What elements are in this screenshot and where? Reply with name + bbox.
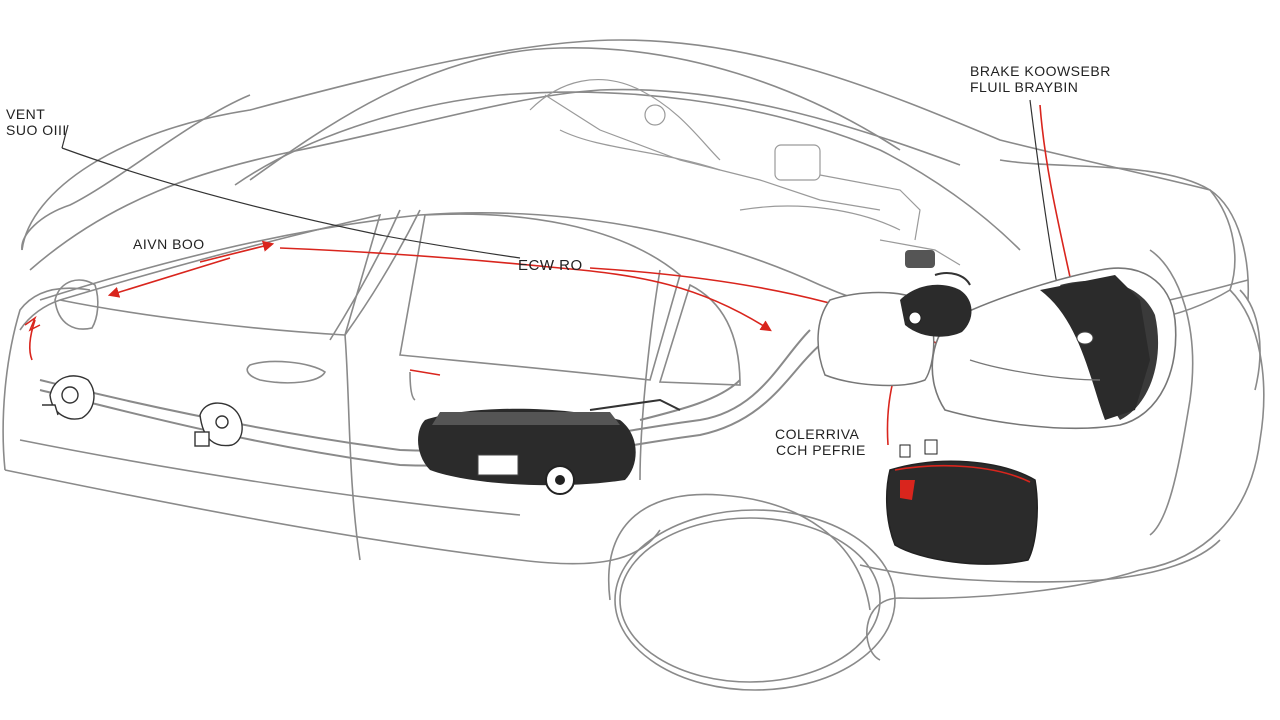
wire-mid-to-pump: [279, 247, 772, 332]
center-line-label: ECW RO: [518, 257, 583, 274]
wire-tank-label: [1039, 104, 1076, 301]
front-arrow-label: AIVN BOO: [133, 236, 205, 252]
front-sensor-icon: [42, 375, 95, 420]
wire-front-arrow-right: [199, 240, 275, 263]
wire-front-sensor: [29, 319, 36, 361]
vent-label-line1: VENT: [6, 106, 46, 122]
door-valve-icon: [194, 402, 243, 447]
brake-booster-label: BRAKE KOOWSEBR FLUIL BRAYBIN: [970, 63, 1111, 95]
fuel-tank-icon: [931, 267, 1177, 430]
vent-label-line2: SUO OIII: [6, 122, 67, 138]
pump-assembly-icon: [418, 398, 681, 495]
battery-box-icon: [885, 439, 1038, 565]
brake-label-line1: BRAKE KOOWSEBR: [970, 63, 1111, 79]
brake-label-line2: FLUIL BRAYBIN: [970, 79, 1079, 95]
engine-bay-outline: [529, 79, 961, 266]
canister-label: COLERRIVA CCH PEFRIE: [775, 426, 866, 458]
wire-front-arrow: [107, 257, 231, 298]
front-marker-icon: [24, 315, 41, 332]
canister-label-line2: CCH PEFRIE: [776, 442, 866, 458]
vent-label: VENT SUO OIII: [6, 106, 67, 138]
brake-booster-icon: [900, 250, 972, 337]
canister-label-line1: COLERRIVA: [775, 426, 860, 442]
